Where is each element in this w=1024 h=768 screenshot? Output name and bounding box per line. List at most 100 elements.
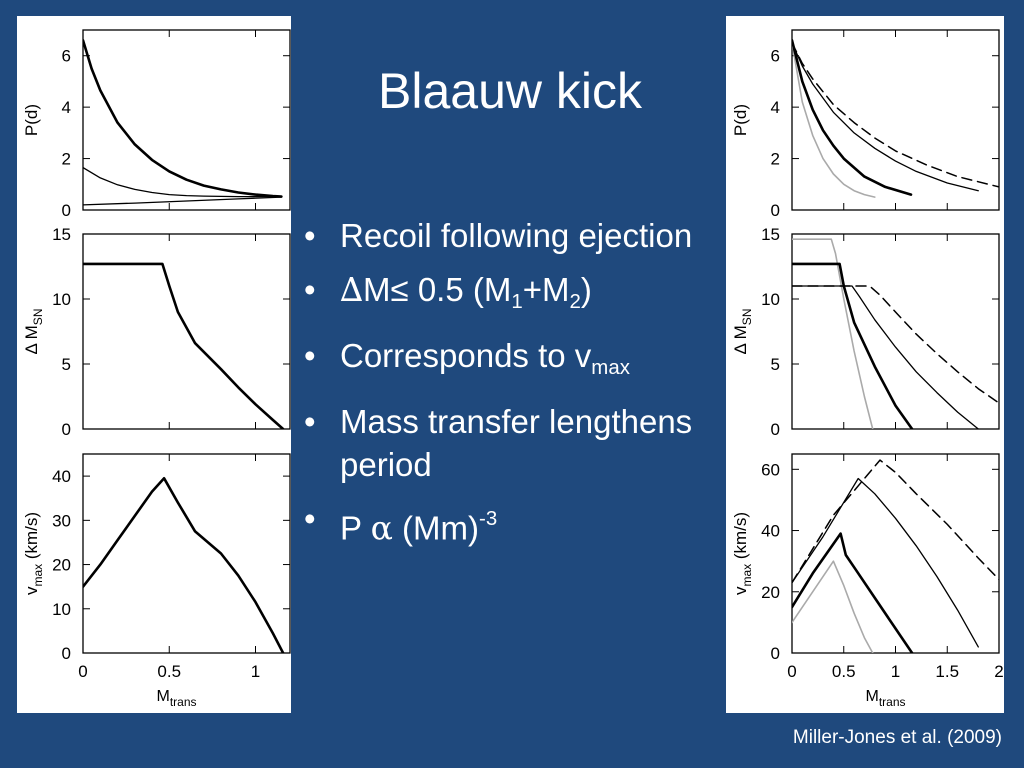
y-tick-label: 40 [52,467,71,486]
series-line-thin [792,477,979,648]
y-axis-label-text: v [22,586,41,595]
chart-panel-3: 0 10 20 30 40 vmax (km/s) [22,453,291,663]
series-line-dashed [792,285,999,404]
y-tick-label: 40 [761,522,780,541]
bullet-text: +M [522,271,570,308]
bullet-text: P [340,509,371,547]
bullet-item: •Mass transfer lengthens period [302,400,722,486]
series-line-thick [792,532,914,653]
bullet-text: α [370,508,393,548]
panel-frame [82,453,291,654]
y-axis-label-text: v [731,586,750,595]
y-tick-label: 10 [761,290,780,309]
bullet-text: -3 [479,507,498,531]
slide-title: Blaauw kick [378,63,642,119]
bullet-item: • Recoil following ejection [302,214,722,257]
y-axis-label-text: P(d) [731,104,750,136]
y-axis-label: Δ MSN [731,309,754,355]
y-axis-label: vmax (km/s) [22,512,45,595]
bullet-dot: • [304,217,316,254]
series-line-thin [792,285,979,429]
y-axis-label-sub: max [740,564,754,587]
y-tick-label: 0 [771,644,780,663]
y-axis-label-text: Δ M [731,325,750,354]
series-line-thin [792,42,979,192]
series-line-grey [792,560,874,653]
bullet-text: (Mm) [392,509,480,547]
x-tick-label: 2 [994,662,1003,681]
bullet-text: max [591,356,630,380]
x-axis-label: Mtrans [156,688,196,709]
bullet-text: Recoil following ejection [340,217,693,254]
bullet-text: 1 [511,290,523,314]
bullet-item: •∆M≤ 0.5 (M1+M2) [302,268,722,323]
y-tick-label: 0 [771,201,780,220]
x-axis-label-sub: trans [879,695,906,709]
y-tick-label: 10 [52,600,71,619]
y-axis-label-text: P(d) [22,104,41,136]
x-axis-label-text: M [156,688,169,705]
y-tick-label: 15 [761,225,780,244]
series-line-thin [83,196,283,206]
bullet-item: • Corresponds to vmax [302,334,722,389]
x-tick-label: 0 [78,662,87,681]
y-tick-label: 4 [771,98,780,117]
x-axis-label-text: M [865,688,878,705]
y-tick-label: 2 [771,150,780,169]
x-tick-label: 1 [891,662,900,681]
y-tick-label: 30 [52,511,71,530]
y-axis-label-suffix: (km/s) [731,512,750,564]
y-tick-label: 5 [771,355,780,374]
panel-frame [791,29,1000,211]
series-line-grey [792,238,874,429]
series-line-thick [83,477,285,653]
citation: Miller-Jones et al. (2009) [792,727,1002,748]
series-line-dashed [792,42,999,188]
y-axis-label: P(d) [731,104,750,136]
x-tick-label: 0 [787,662,796,681]
bullet-text: Mass transfer lengthens period [340,403,693,484]
y-tick-label: 4 [62,98,71,117]
y-tick-label: 5 [62,355,71,374]
x-axis-label: Mtrans [865,688,905,709]
y-tick-label: 6 [771,47,780,66]
y-axis-label: Δ MSN [22,309,45,355]
series-line-thin [83,166,283,198]
y-tick-label: 2 [62,150,71,169]
bullet-dot: • [304,500,316,538]
series-line-thick [792,39,913,196]
panel-frame [82,29,291,211]
y-axis-label: vmax (km/s) [731,512,754,595]
y-tick-label: 0 [62,644,71,663]
bullet-list: • Recoil following ejection •∆M≤ 0.5 (M1+M… [302,214,722,561]
y-tick-label: 15 [52,225,71,244]
x-tick-label: 0.5 [832,662,856,681]
y-tick-label: 20 [52,556,71,575]
y-axis-label: P(d) [22,104,41,136]
y-axis-label-sub: max [31,564,45,587]
y-axis-label-text: Δ M [22,325,41,354]
bullet-text: ) [580,271,592,308]
series-line-thick [83,39,283,198]
x-tick-label: 1.5 [935,662,959,681]
series-line-thick [792,262,914,429]
bullet-text: Corresponds to v [340,337,592,375]
y-tick-label: 0 [771,420,780,439]
chart-panel-1: 0 2 4 6P(d) [731,29,1000,220]
bullet-text: 2 [569,290,581,314]
y-tick-label: 10 [52,290,71,309]
y-axis-label-suffix: (km/s) [22,512,41,564]
series-line-thick [83,262,285,429]
bullet-dot: • [304,337,316,375]
x-axis-label-sub: trans [170,695,197,709]
x-tick-label: 1 [251,662,260,681]
y-tick-label: 0 [62,201,71,220]
panel-frame [82,233,291,430]
